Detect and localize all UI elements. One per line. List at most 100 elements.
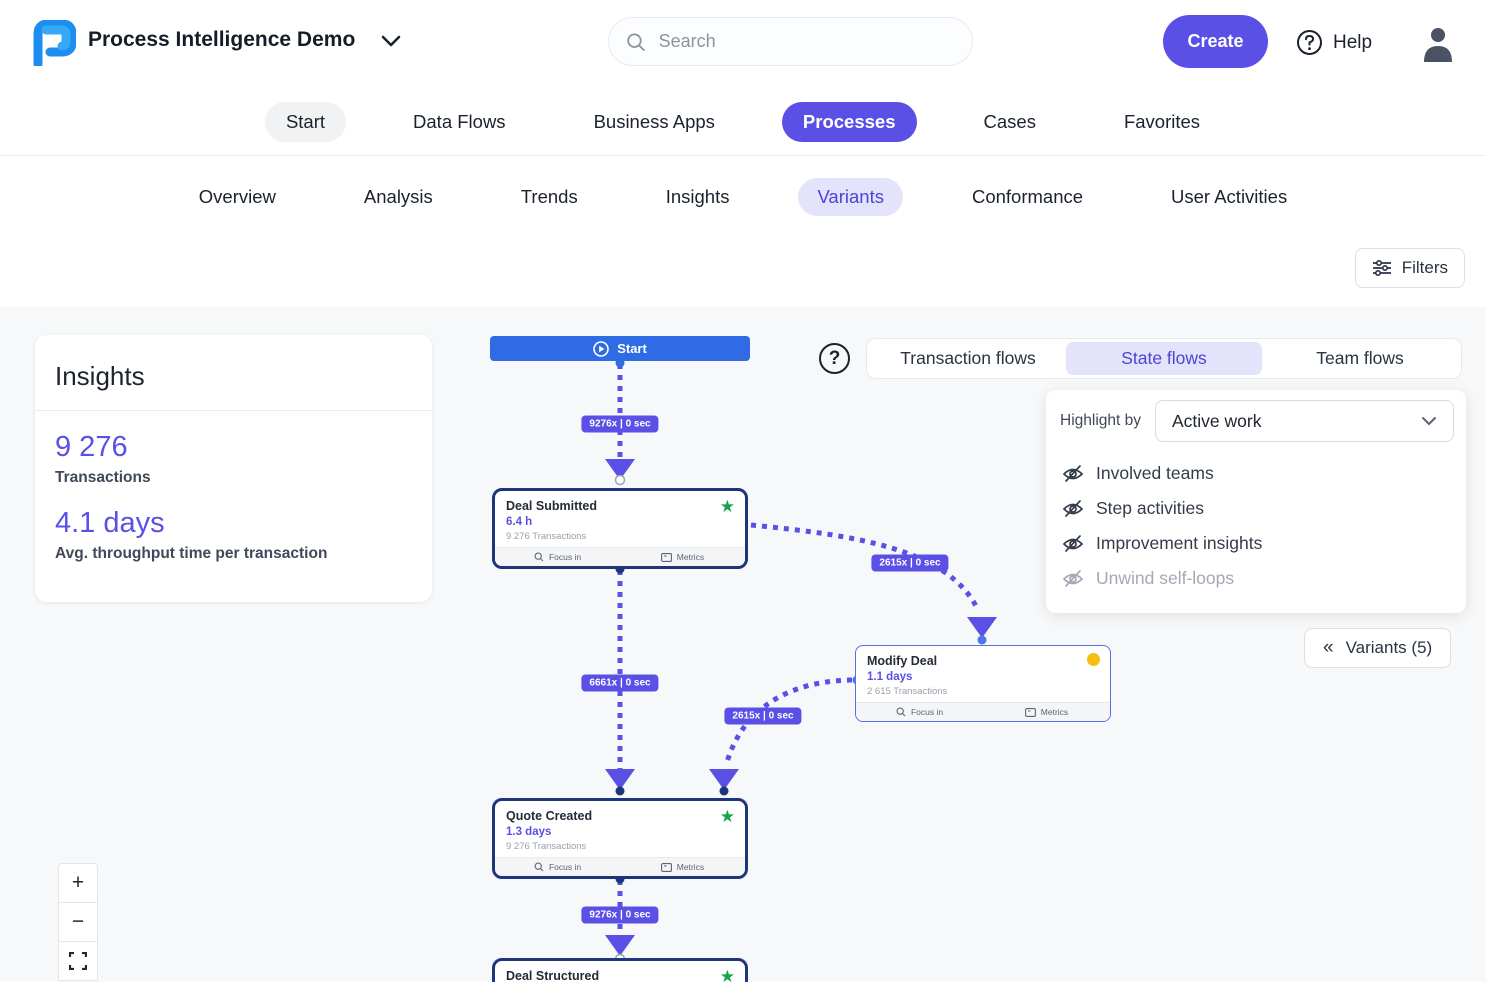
zoom-in-button[interactable]: + [58, 863, 98, 903]
option-label: Step activities [1096, 498, 1204, 518]
toggle-state-flows[interactable]: State flows [1066, 342, 1262, 375]
metrics-icon [660, 862, 672, 872]
variants-button-label: Variants (5) [1345, 638, 1433, 657]
highlight-by-dropdown[interactable]: Active work [1155, 400, 1454, 442]
variants-button[interactable]: « Variants (5) [1304, 628, 1452, 668]
insights-title: Insights [55, 361, 145, 391]
metric-transactions-value: 9 276 [55, 431, 128, 463]
focus-in-label: Focus in [910, 707, 944, 717]
tab-business-apps[interactable]: Business Apps [593, 110, 715, 132]
edge-label-deal-submitted-quote-created[interactable]: 6661x | 0 sec [581, 674, 659, 692]
metrics-icon [1024, 707, 1036, 717]
tab-processes[interactable]: Processes [781, 101, 917, 142]
play-icon [593, 340, 609, 357]
insights-divider [35, 410, 432, 411]
active-work-dot-icon [1087, 653, 1100, 666]
node-duration: 6.4 h [506, 516, 533, 528]
help-icon [1297, 30, 1322, 55]
tab-analysis[interactable]: Analysis [363, 186, 433, 207]
focus-in-button[interactable]: Focus in [495, 548, 620, 566]
node-start[interactable]: Start [490, 336, 750, 361]
star-icon: ★ [719, 497, 735, 516]
tab-variants[interactable]: Variants [798, 178, 903, 216]
focus-in-button[interactable]: Focus in [856, 703, 983, 721]
star-icon: ★ [719, 967, 735, 982]
create-button[interactable]: Create [1163, 15, 1268, 68]
focus-in-icon [534, 552, 544, 562]
focus-in-icon [896, 707, 906, 717]
node-quote-created[interactable]: Quote Created 1.3 days 9 276 Transaction… [492, 798, 748, 879]
eye-off-icon [1062, 534, 1084, 552]
eye-off-icon [1062, 569, 1084, 587]
metrics-button[interactable]: Metrics [620, 548, 745, 566]
filters-label: Filters [1401, 258, 1448, 277]
option-step-activities[interactable]: Step activities [1058, 491, 1454, 526]
filters-button[interactable]: Filters [1354, 248, 1465, 288]
node-title: Modify Deal [867, 654, 938, 668]
edge-label-deal-submitted-modify-deal[interactable]: 2615x | 0 sec [871, 554, 949, 572]
tab-overview[interactable]: Overview [198, 186, 276, 207]
tab-trends[interactable]: Trends [520, 186, 578, 207]
search-bar[interactable] [608, 17, 973, 66]
option-improvement-insights[interactable]: Improvement insights [1058, 526, 1454, 561]
metrics-label: Metrics [1040, 707, 1069, 717]
filters-icon [1372, 259, 1391, 277]
option-unwind-self-loops: Unwind self-loops [1058, 561, 1454, 596]
eye-off-icon [1062, 499, 1084, 517]
help-button[interactable]: Help [1296, 29, 1372, 56]
canvas-zoom-controls: + − [58, 863, 98, 981]
focus-in-label: Focus in [548, 552, 582, 562]
app-logo-icon[interactable] [32, 20, 76, 66]
search-icon [627, 32, 645, 51]
zoom-out-button[interactable]: − [58, 902, 98, 942]
tab-user-activities[interactable]: User Activities [1171, 186, 1288, 207]
node-duration: 1.1 days [867, 671, 913, 683]
insights-panel: Insights 9 276 Transactions 4.1 days Avg… [35, 335, 432, 602]
secondary-nav-section: Overview Analysis Trends Insights Varian… [0, 156, 1486, 307]
highlight-by-label: Highlight by [1060, 412, 1141, 429]
node-modify-deal[interactable]: Modify Deal 1.1 days 2 615 Transactions … [855, 645, 1111, 722]
tab-start[interactable]: Start [264, 101, 347, 142]
app-title: Process Intelligence Demo [88, 28, 356, 51]
tab-cases[interactable]: Cases [983, 110, 1036, 132]
node-title: Deal Structured [506, 969, 600, 982]
metrics-icon [660, 552, 672, 562]
focus-in-label: Focus in [548, 862, 582, 872]
metric-transactions: 9 276 Transactions [35, 411, 432, 487]
node-transactions: 9 276 Transactions [506, 841, 587, 852]
user-avatar-icon[interactable] [1420, 24, 1456, 64]
toggle-team-flows[interactable]: Team flows [1316, 348, 1404, 368]
chevron-down-icon[interactable] [380, 34, 402, 48]
node-start-label: Start [617, 341, 647, 356]
fit-to-screen-button[interactable] [58, 941, 98, 981]
toggle-transaction-flows[interactable]: Transaction flows [900, 348, 1036, 368]
edge-label-quote-created-deal-structured[interactable]: 9276x | 0 sec [581, 906, 659, 924]
node-transactions: 9 276 Transactions [506, 531, 587, 542]
metrics-button[interactable]: Metrics [983, 703, 1110, 721]
edge-label-modify-deal-quote-created[interactable]: 2615x | 0 sec [724, 707, 802, 725]
chevron-down-icon [1422, 417, 1436, 426]
edge-label-start-deal-submitted[interactable]: 9276x | 0 sec [581, 415, 659, 433]
focus-in-button[interactable]: Focus in [495, 858, 620, 876]
node-transactions: 2 615 Transactions [867, 686, 948, 697]
flow-help-icon[interactable]: ? [819, 343, 850, 374]
option-label: Improvement insights [1096, 533, 1263, 553]
double-chevron-left-icon: « [1323, 637, 1334, 658]
tab-favorites[interactable]: Favorites [1123, 110, 1201, 132]
search-input[interactable] [658, 31, 956, 52]
node-title: Deal Submitted [506, 499, 597, 513]
metrics-label: Metrics [676, 862, 705, 872]
focus-in-icon [534, 862, 544, 872]
tab-insights[interactable]: Insights [665, 186, 730, 207]
primary-nav: Start Data Flows Business Apps Processes… [0, 88, 1486, 156]
option-involved-teams[interactable]: Involved teams [1058, 456, 1454, 491]
metrics-button[interactable]: Metrics [620, 858, 745, 876]
metric-throughput-value: 4.1 days [55, 507, 165, 539]
star-icon: ★ [719, 807, 735, 826]
tab-conformance[interactable]: Conformance [971, 186, 1084, 207]
flow-type-toggle: Transaction flows State flows Team flows [866, 338, 1462, 379]
node-deal-structured[interactable]: Deal Structured ★ [492, 958, 748, 982]
eye-off-icon [1062, 464, 1084, 482]
node-deal-submitted[interactable]: Deal Submitted 6.4 h 9 276 Transactions … [492, 488, 748, 569]
tab-data-flows[interactable]: Data Flows [413, 110, 506, 132]
